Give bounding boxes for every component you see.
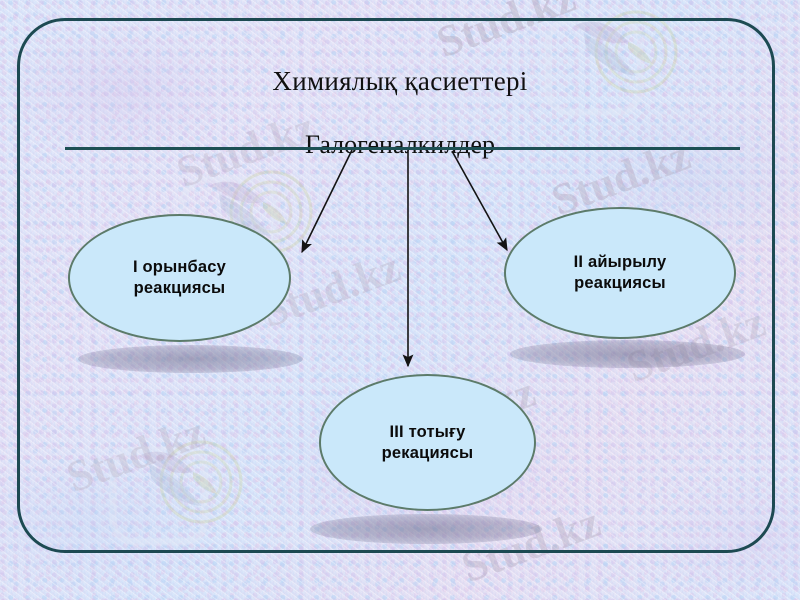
node-shadow-oxidation (310, 514, 542, 544)
node-label: I орынбасу реакциясы (132, 258, 227, 297)
slide-frame-border (17, 18, 775, 553)
page-title: Химиялық қасиеттері (272, 66, 528, 96)
node-oxidation-reaction[interactable]: III тотығу рекациясы (319, 374, 536, 511)
node-label: III тотығу рекациясы (381, 422, 474, 462)
node-substitution-reaction[interactable]: I орынбасу реакциясы (68, 214, 291, 342)
node-elimination-reaction[interactable]: II айырылу реакциясы (504, 207, 736, 339)
node-shadow-substitution (78, 345, 303, 373)
node-label: II айырылу реакциясы (573, 253, 667, 292)
node-shadow-elimination (510, 340, 745, 368)
page-subtitle: Галогеналкилдер (305, 130, 495, 159)
horizontal-divider (65, 147, 740, 150)
